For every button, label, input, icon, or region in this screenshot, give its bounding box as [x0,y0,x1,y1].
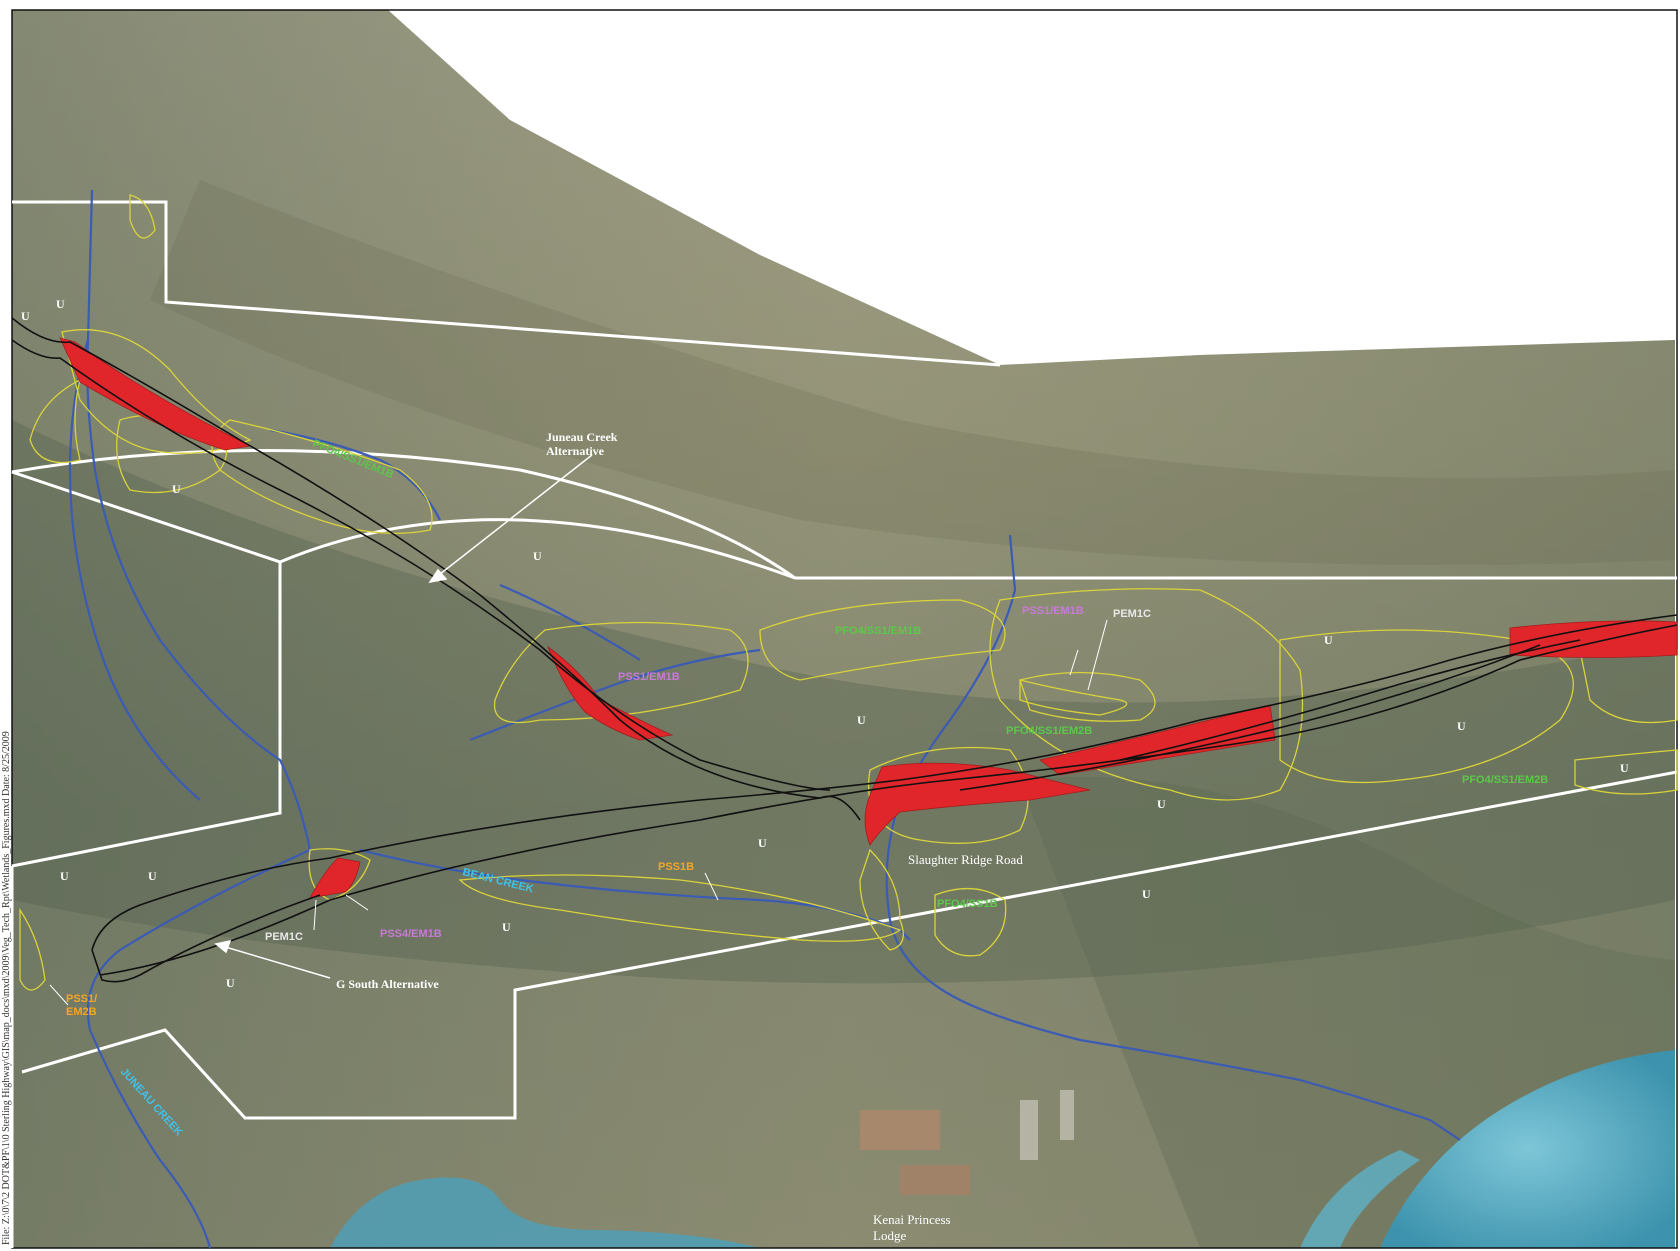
g-south-alternative-line [91,614,1678,951]
wetland-label-pfo-em1b-b: PFO4/SS1/EM1B [835,625,921,637]
juneau-creek-stream [86,189,312,851]
upland-markers: U U U U U U U U U U U U U U U [21,297,1629,990]
kenai-princess-lodge-label-1: Kenai Princess [873,1212,951,1227]
wetland-label-pss1-em2b-1: PSS1/ [66,993,97,1005]
lake [1380,1050,1675,1248]
upland-marker: U [56,297,65,311]
wetland-label-pfo-em2b-b: PFO4/SS1/EM2B [1462,774,1548,786]
upland-marker: U [21,309,30,323]
wetland-label-pss1b: PSS1B [658,861,694,873]
upland-marker: U [1620,761,1629,775]
upland-marker: U [1457,719,1466,733]
upland-marker: U [502,920,511,934]
upland-marker: U [1142,887,1151,901]
callout-labels: Juneau Creek Alternative G South Alterna… [336,430,1023,1243]
juneau-creek-alternative-line [11,317,861,821]
wetland-label-pem1c-a: PEM1C [1113,608,1151,620]
juneau-creek-alternative-label-2: Alternative [546,444,605,458]
wetland-label-pss1-em1b-a: PSS1/EM1B [618,671,680,683]
g-south-alternative-label: G South Alternative [336,977,439,991]
wetland-label-pss1-em1b-b: PSS1/EM1B [1022,605,1084,617]
upland-marker: U [1157,797,1166,811]
study-boundary [10,200,1678,1248]
wetland-label-pfo-ss1b: PFO4/SS1B [937,898,998,910]
juneau-creek-alternative-label-1: Juneau Creek [546,430,618,444]
aerial-imagery [12,10,1675,1248]
upland-marker: U [60,869,69,883]
alignment-lines [11,317,1678,983]
file-note: File: Z:\0\7\2 DOT&PF\1\0 Sterling Highw… [1,731,12,1245]
wetland-label-pem1c-b: PEM1C [265,931,303,943]
wetland-label-pss4-em1b: PSS4/EM1B [380,928,442,940]
upland-marker: U [533,549,542,563]
callout-leaders [49,454,1108,1006]
upland-marker: U [758,836,767,850]
slaughter-ridge-road-label: Slaughter Ridge Road [908,852,1023,867]
upland-marker: U [172,482,181,496]
kenai-princess-lodge-label-2: Lodge [873,1228,906,1243]
wetland-label-pfo-em2b-a: PFO4/SS1/EM2B [1006,725,1092,737]
upland-marker: U [857,713,866,727]
upland-marker: U [1324,633,1333,647]
river [330,1177,760,1248]
upland-marker: U [226,976,235,990]
upland-marker: U [148,869,157,883]
wetland-label-pss1-em2b-2: EM2B [66,1006,97,1018]
